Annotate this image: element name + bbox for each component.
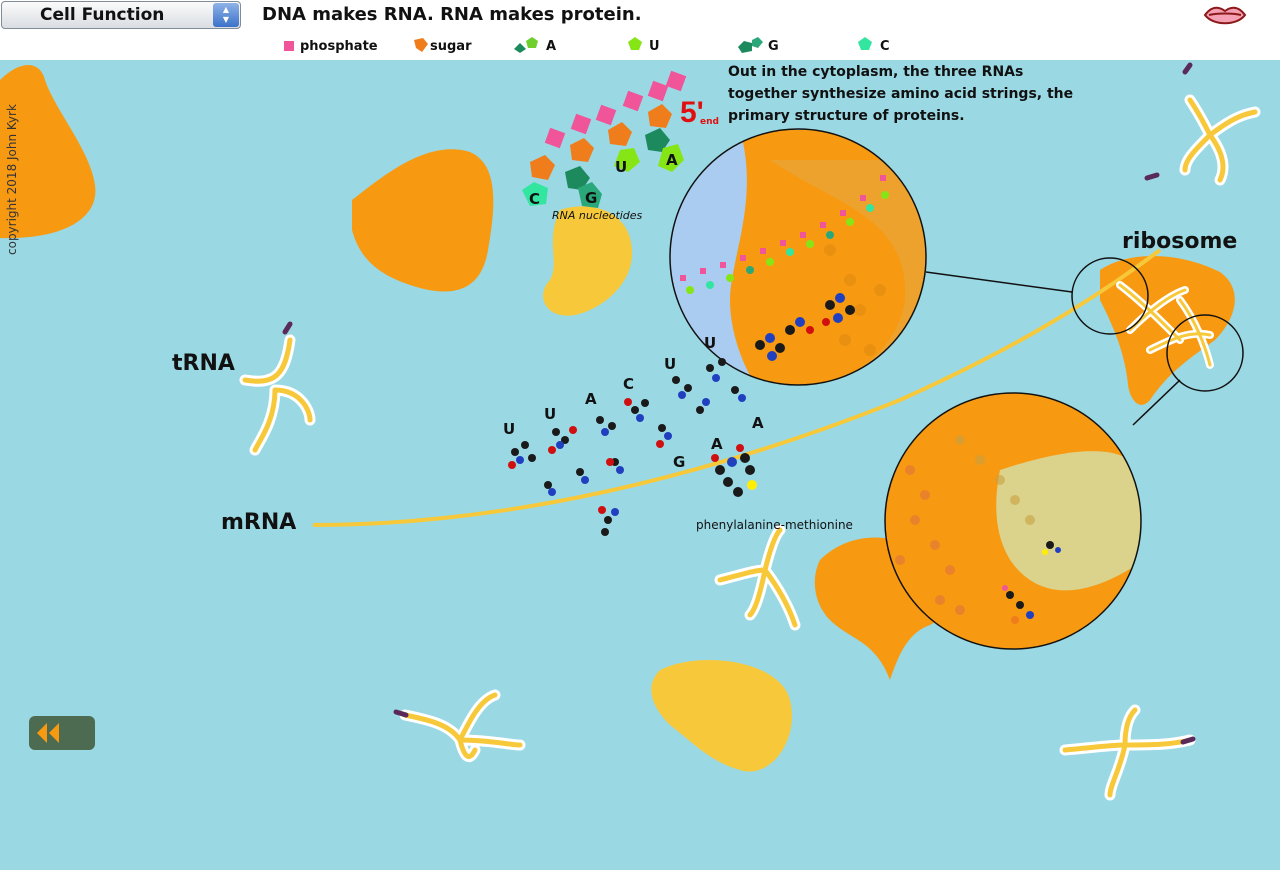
- codon-letter: A: [585, 390, 597, 408]
- codon-letter: U: [503, 420, 516, 438]
- explanation-note: Out in the cytoplasm, the three RNAs tog…: [728, 64, 1074, 124]
- chain-base-g: G: [585, 189, 598, 207]
- codon-letter: G: [673, 453, 686, 471]
- trna-molecule: [239, 334, 316, 456]
- phosphate-swatch-icon: [284, 41, 294, 51]
- mrna-label: mRNA: [221, 510, 297, 535]
- codon-letter: U: [544, 405, 557, 423]
- organelle-blob: [814, 537, 953, 680]
- codon-letter: A: [752, 414, 764, 432]
- rna-nucleotide-chain: [522, 70, 687, 208]
- chain-base-a: A: [666, 151, 678, 169]
- legend-sugar: sugar: [430, 39, 472, 54]
- vesicle-blob: [651, 660, 792, 772]
- ribosome-small-zoom: [1071, 257, 1149, 335]
- lips-icon[interactable]: [1203, 2, 1247, 30]
- codon-letter: C: [623, 375, 635, 393]
- chain-base-u: U: [615, 158, 628, 176]
- ribosome-label: ribosome: [1122, 229, 1238, 254]
- end-label: end: [700, 117, 719, 127]
- legend-phosphate: phosphate: [300, 39, 378, 54]
- codon-letter: U: [664, 355, 677, 373]
- organelle-blob: [352, 149, 494, 292]
- trna-molecule: [1179, 94, 1261, 186]
- vesicle-blob: [543, 206, 633, 316]
- mrna-strand: [312, 248, 1162, 527]
- select-arrows-icon: ▲▼: [213, 3, 239, 27]
- amino-acid-cluster: [755, 293, 855, 361]
- ribosome-body: [1100, 255, 1235, 405]
- ribosome-large-zoom: [1166, 314, 1244, 392]
- page-title: DNA makes RNA. RNA makes protein.: [262, 4, 642, 25]
- zoom-circle-lower: [885, 393, 1141, 649]
- ribosome-rrna: [1116, 281, 1214, 369]
- legend-bar: phosphate sugar A U G C: [0, 31, 1280, 60]
- top-bar: Cell Function ▲▼ DNA makes RNA. RNA make…: [0, 0, 1280, 31]
- trna-molecule: [399, 689, 526, 762]
- rna-nucleotides-label: RNA nucleotides: [552, 209, 643, 222]
- legend-u: U: [649, 39, 660, 54]
- codon-letter: U: [704, 334, 717, 352]
- rewind-button[interactable]: [29, 716, 95, 750]
- legend-a: A: [546, 39, 557, 54]
- trna-molecule: [1059, 704, 1196, 801]
- guanine-swatch-icon: [738, 37, 763, 53]
- copyright-text: copyright 2018 John Kyrk: [5, 104, 19, 255]
- adenine-swatch-icon: [514, 37, 538, 53]
- legend-g: G: [768, 39, 779, 54]
- dipeptide-label: phenylalanine-methionine: [696, 518, 853, 532]
- chain-base-c: C: [529, 190, 541, 208]
- rewind-icon: [37, 723, 59, 743]
- trna-label: tRNA: [172, 351, 235, 376]
- cytosine-swatch-icon: [858, 37, 872, 50]
- uracil-swatch-icon: [628, 37, 642, 50]
- section-select-value: Cell Function: [40, 5, 165, 25]
- section-select[interactable]: Cell Function ▲▼: [1, 1, 241, 29]
- five-prime-label: 5': [680, 96, 704, 129]
- trna-molecule: [714, 524, 801, 631]
- codon-letter: A: [711, 435, 723, 453]
- legend-c: C: [880, 39, 890, 54]
- sugar-swatch-icon: [414, 38, 428, 52]
